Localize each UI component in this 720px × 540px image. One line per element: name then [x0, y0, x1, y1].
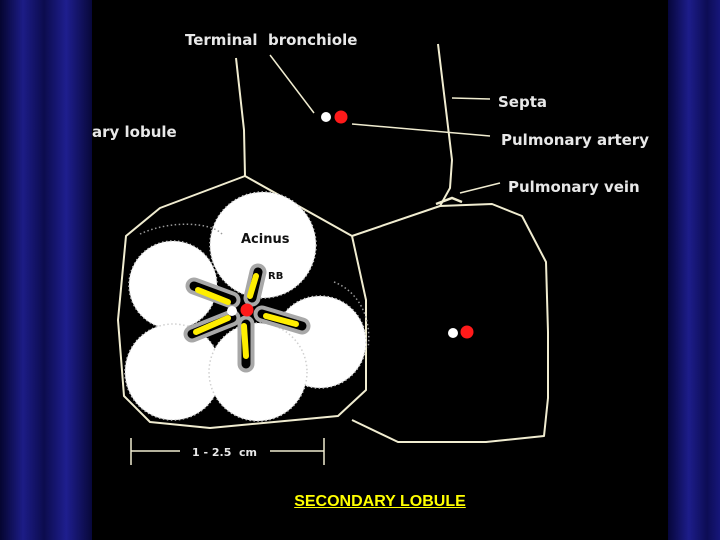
respiratory-bronchiole-core	[247, 273, 259, 299]
right-curtain-background	[668, 0, 720, 540]
respiratory-bronchiole-core	[193, 315, 231, 335]
bronchiole-dot	[227, 306, 237, 316]
scale-label: 1 - 2.5 cm	[192, 446, 257, 459]
slide-caption: SECONDARY LOBULE	[294, 493, 466, 510]
acinus-circle	[209, 191, 317, 299]
left-curtain-background	[0, 0, 92, 540]
pulmonary-artery-label: Pulmonary artery	[501, 131, 649, 149]
terminal-bronchiole-label: Terminal bronchiole	[185, 31, 357, 49]
pulmonary-artery-leader	[351, 123, 491, 137]
septa-leader	[451, 97, 491, 100]
bronchiole-dot	[321, 112, 331, 122]
acinus-halo	[139, 223, 223, 235]
artery-dot	[460, 325, 474, 339]
acinus-circle	[124, 323, 222, 421]
acinus-halo	[333, 281, 370, 349]
terminal-bronchiole-stalk	[235, 57, 246, 177]
rb-label: RB	[268, 271, 283, 282]
pulmonary-vein-label: Pulmonary vein	[508, 178, 640, 196]
septa-label: Septa	[498, 93, 547, 111]
acinus-circle	[208, 322, 308, 422]
respiratory-bronchiole-core	[263, 313, 299, 327]
left-lobule-outline	[117, 175, 367, 429]
acinus-label: Acinus	[241, 232, 290, 247]
terminal-bronchiole-leader	[269, 54, 315, 114]
vein-junction	[435, 196, 463, 206]
respiratory-bronchiole-core	[241, 323, 249, 359]
septa-line	[437, 43, 453, 207]
pulmonary-vein-leader	[459, 182, 501, 194]
artery-dot	[334, 110, 348, 124]
right-lobule-outline	[351, 203, 549, 443]
respiratory-bronchiole-core	[195, 287, 231, 305]
secondary-lobule-label: ary lobule	[92, 123, 177, 141]
artery-dot	[240, 303, 254, 317]
bronchiole-dot	[448, 328, 458, 338]
